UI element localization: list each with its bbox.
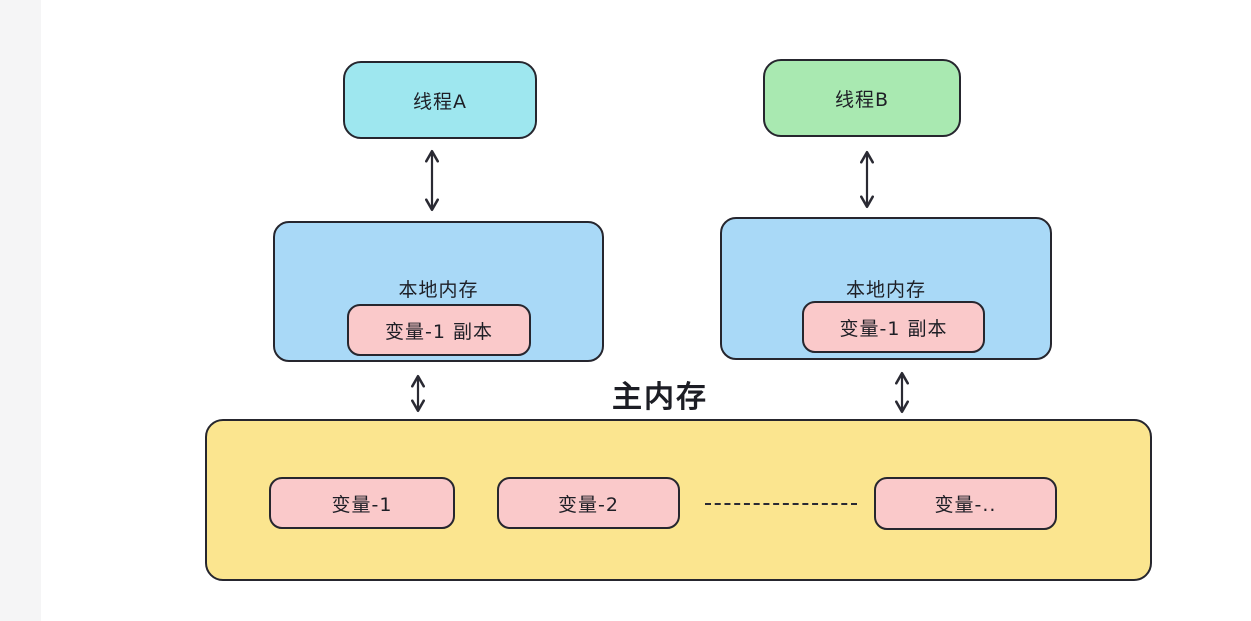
thread-a-label: 线程A: [413, 90, 467, 113]
local-memory-b-box: 本地内存 变量-1 副本: [720, 217, 1052, 360]
main-memory-title: 主内存: [612, 380, 708, 415]
variable-copy-a-box: 变量-1 副本: [347, 304, 531, 356]
variable-1-box: 变量-1: [269, 477, 455, 529]
variable-copy-b-box: 变量-1 副本: [802, 301, 985, 353]
variable-copy-a-label: 变量-1 副本: [385, 320, 493, 343]
local-memory-b-label: 本地内存: [845, 279, 926, 301]
main-memory-box: 变量-1 变量-2 变量-..: [205, 419, 1152, 581]
thread-b-box: 线程B: [763, 59, 961, 137]
variable-2-box: 变量-2: [497, 477, 680, 529]
variable-n-box: 变量-..: [874, 477, 1057, 530]
variable-2-label: 变量-2: [558, 493, 619, 516]
thread-a-box: 线程A: [343, 61, 537, 139]
local-memory-a-box: 本地内存 变量-1 副本: [273, 221, 604, 362]
variable-1-label: 变量-1: [331, 493, 393, 516]
variable-n-label: 变量-..: [934, 494, 997, 516]
left-gutter: [0, 0, 41, 621]
ellipsis-dashed-line: [705, 503, 857, 505]
local-memory-a-label: 本地内存: [398, 279, 479, 301]
thread-b-label: 线程B: [834, 88, 890, 111]
variable-copy-b-label: 变量-1 副本: [839, 317, 948, 340]
